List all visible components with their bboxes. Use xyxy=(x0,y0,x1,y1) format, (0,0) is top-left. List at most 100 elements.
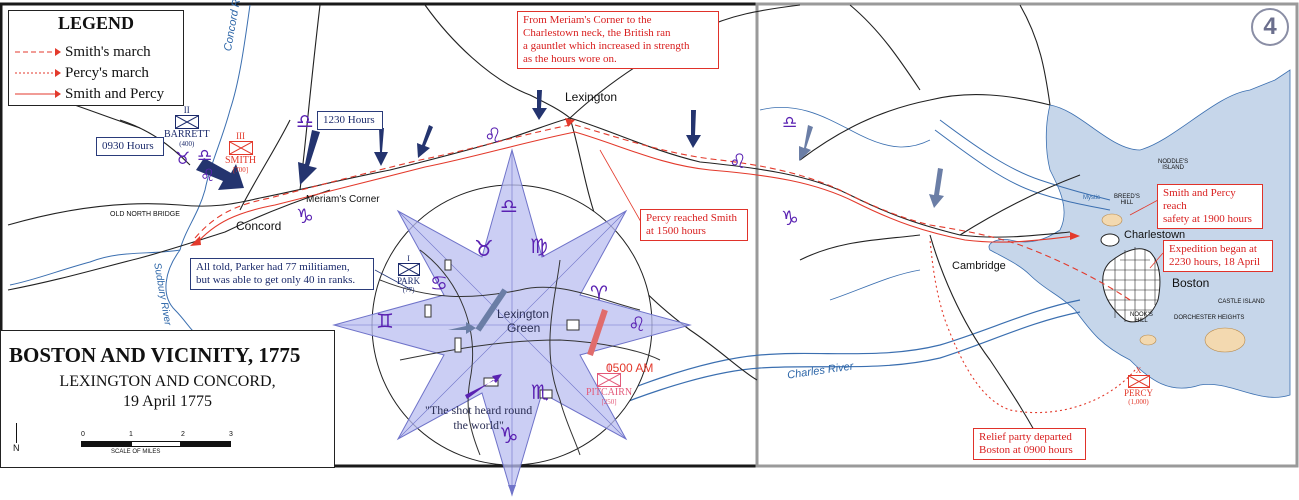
capricorn-icon: ♑ xyxy=(296,204,314,228)
note-safety: Smith and Percy reach safety at 1900 hou… xyxy=(1157,184,1263,229)
leo-icon: ♌ xyxy=(484,123,502,147)
scale-tick: 2 xyxy=(181,431,185,438)
unit-parker: I PARK (77) xyxy=(397,254,421,294)
cancer-icon: ♋ xyxy=(430,271,448,295)
libra-icon: ♎ xyxy=(782,113,798,133)
inset-building xyxy=(444,259,452,271)
place-old-north-bridge: OLD NORTH BRIDGE xyxy=(110,211,180,218)
creek-north xyxy=(759,106,931,148)
legend-item-label: Smith's march xyxy=(65,43,151,60)
inset-arrow-bottom xyxy=(508,485,516,495)
route-lines xyxy=(194,124,1136,414)
inset-star-rays xyxy=(334,150,690,495)
american-line xyxy=(475,288,508,332)
aries-icon: ♈ xyxy=(590,281,608,305)
scale-tick: 3 xyxy=(229,431,233,438)
leo-icon: ♌ xyxy=(200,166,216,186)
boston-hatch xyxy=(1103,247,1160,322)
inset-building xyxy=(539,389,553,399)
british-line xyxy=(587,309,608,356)
infantry-symbol xyxy=(228,141,253,155)
map-frame-right xyxy=(755,2,1299,468)
inset-building xyxy=(566,319,580,331)
infantry-symbol xyxy=(397,263,420,276)
place-boston: Boston xyxy=(1172,276,1210,290)
route-arrowheads xyxy=(190,118,1080,246)
capricorn-icon: ♑ xyxy=(781,206,799,230)
mystic-river xyxy=(939,119,1111,201)
legend-item-percy: Percy's march xyxy=(15,64,149,82)
note-percy-reached: Percy reached Smith at 1500 hours xyxy=(640,209,748,241)
place-dorchester-heights: DORCHESTER HEIGHTS xyxy=(1174,315,1245,321)
note-parker: All told, Parker had 77 militiamen, but … xyxy=(190,258,374,290)
inset-roads xyxy=(379,249,661,456)
leo-icon: ♌ xyxy=(628,312,646,336)
parker-pointer xyxy=(374,269,413,291)
time-label-0930: 0930 Hours xyxy=(96,137,164,156)
scale-segment xyxy=(131,441,181,447)
place-castle-island: CASTLE ISLAND xyxy=(1218,299,1265,305)
libra-icon: ♎ xyxy=(500,194,518,218)
concord-river xyxy=(179,4,251,251)
inset-building xyxy=(454,337,462,353)
map-number-badge: 4 xyxy=(1251,8,1289,46)
scale-tick: 1 xyxy=(129,431,133,438)
nooks-hill-shape xyxy=(1139,334,1157,346)
shot-heard-caption: "The shot heard round the world" xyxy=(425,403,533,432)
charlestown-hatch xyxy=(1100,233,1120,247)
unit-barrett: II BARRETT (400) xyxy=(164,105,210,148)
legend-item-smith: Smith's march xyxy=(15,43,151,61)
legend-title: LEGEND xyxy=(57,13,135,33)
legend-box: LEGEND Smith's march Percy's march Smith… xyxy=(8,10,184,106)
charles-river-bank xyxy=(559,311,1081,431)
place-mystic: Mystic xyxy=(1083,195,1100,201)
time-label-0500: 0500 AM xyxy=(606,361,654,375)
place-lexington-green: Lexington xyxy=(497,307,550,321)
unit-percy: X PERCY (1,000) xyxy=(1124,366,1154,406)
place-cambridge: Cambridge xyxy=(952,260,1006,272)
scale-bar: 0 1 2 3 SCALE OF MILES xyxy=(71,431,241,463)
infantry-symbol xyxy=(1127,375,1150,388)
legend-item-label: Smith and Percy xyxy=(65,85,165,102)
assabet-river xyxy=(9,249,181,286)
scale-label: SCALE OF MILES xyxy=(111,449,161,455)
place-lexington: Lexington xyxy=(565,90,618,104)
north-arrow: N xyxy=(13,423,20,453)
map-subtitle: LEXINGTON AND CONCORD, xyxy=(59,373,276,390)
dorchester-shape xyxy=(1204,327,1246,353)
map-date: 19 April 1775 xyxy=(123,393,212,410)
note-gauntlet: From Meriam's Corner to the Charlestown … xyxy=(517,11,719,69)
place-nooks-hill: NOOK'S HILL xyxy=(1130,312,1153,324)
infantry-symbol xyxy=(597,373,622,387)
scale-segment xyxy=(181,441,231,447)
time-label-1230: 1230 Hours xyxy=(317,111,383,130)
virgo-icon: ♍ xyxy=(530,234,548,258)
note-pointers xyxy=(599,149,1164,269)
boston-peninsula xyxy=(1102,248,1161,323)
taurus-icon: ♉ xyxy=(175,149,191,169)
gemini-icon: ♊ xyxy=(376,309,394,333)
place-concord: Concord xyxy=(236,219,282,233)
note-relief: Relief party departed Boston at 0900 hou… xyxy=(973,428,1086,460)
place-lexington-green-2: Green xyxy=(507,321,541,335)
taurus-icon: ♉ xyxy=(474,237,494,262)
libra-icon: ♎ xyxy=(197,146,213,166)
place-charlestown: Charlestown xyxy=(1124,229,1186,241)
creek-south xyxy=(829,269,921,301)
map-title: BOSTON AND VICINITY, 1775 xyxy=(9,343,301,367)
american-arrows xyxy=(196,90,944,399)
harbor-water xyxy=(988,69,1291,398)
mystic-river-bank xyxy=(934,129,1111,211)
place-noddles-island: NODDLE'S ISLAND xyxy=(1158,159,1189,171)
scorpio-icon: ♏ xyxy=(531,380,549,404)
leo-icon: ♌ xyxy=(729,149,747,173)
charles-river xyxy=(559,299,1081,421)
breeds-hill-shape xyxy=(1101,213,1123,227)
legend-item-smith-and-percy: Smith and Percy xyxy=(15,85,164,103)
unit-smith: III SMITH [700] xyxy=(225,131,257,174)
legend-item-label: Percy's march xyxy=(65,64,149,81)
inset-building xyxy=(424,304,432,318)
capricorn-icon: ♑ xyxy=(499,424,519,449)
scale-segment xyxy=(81,441,131,447)
